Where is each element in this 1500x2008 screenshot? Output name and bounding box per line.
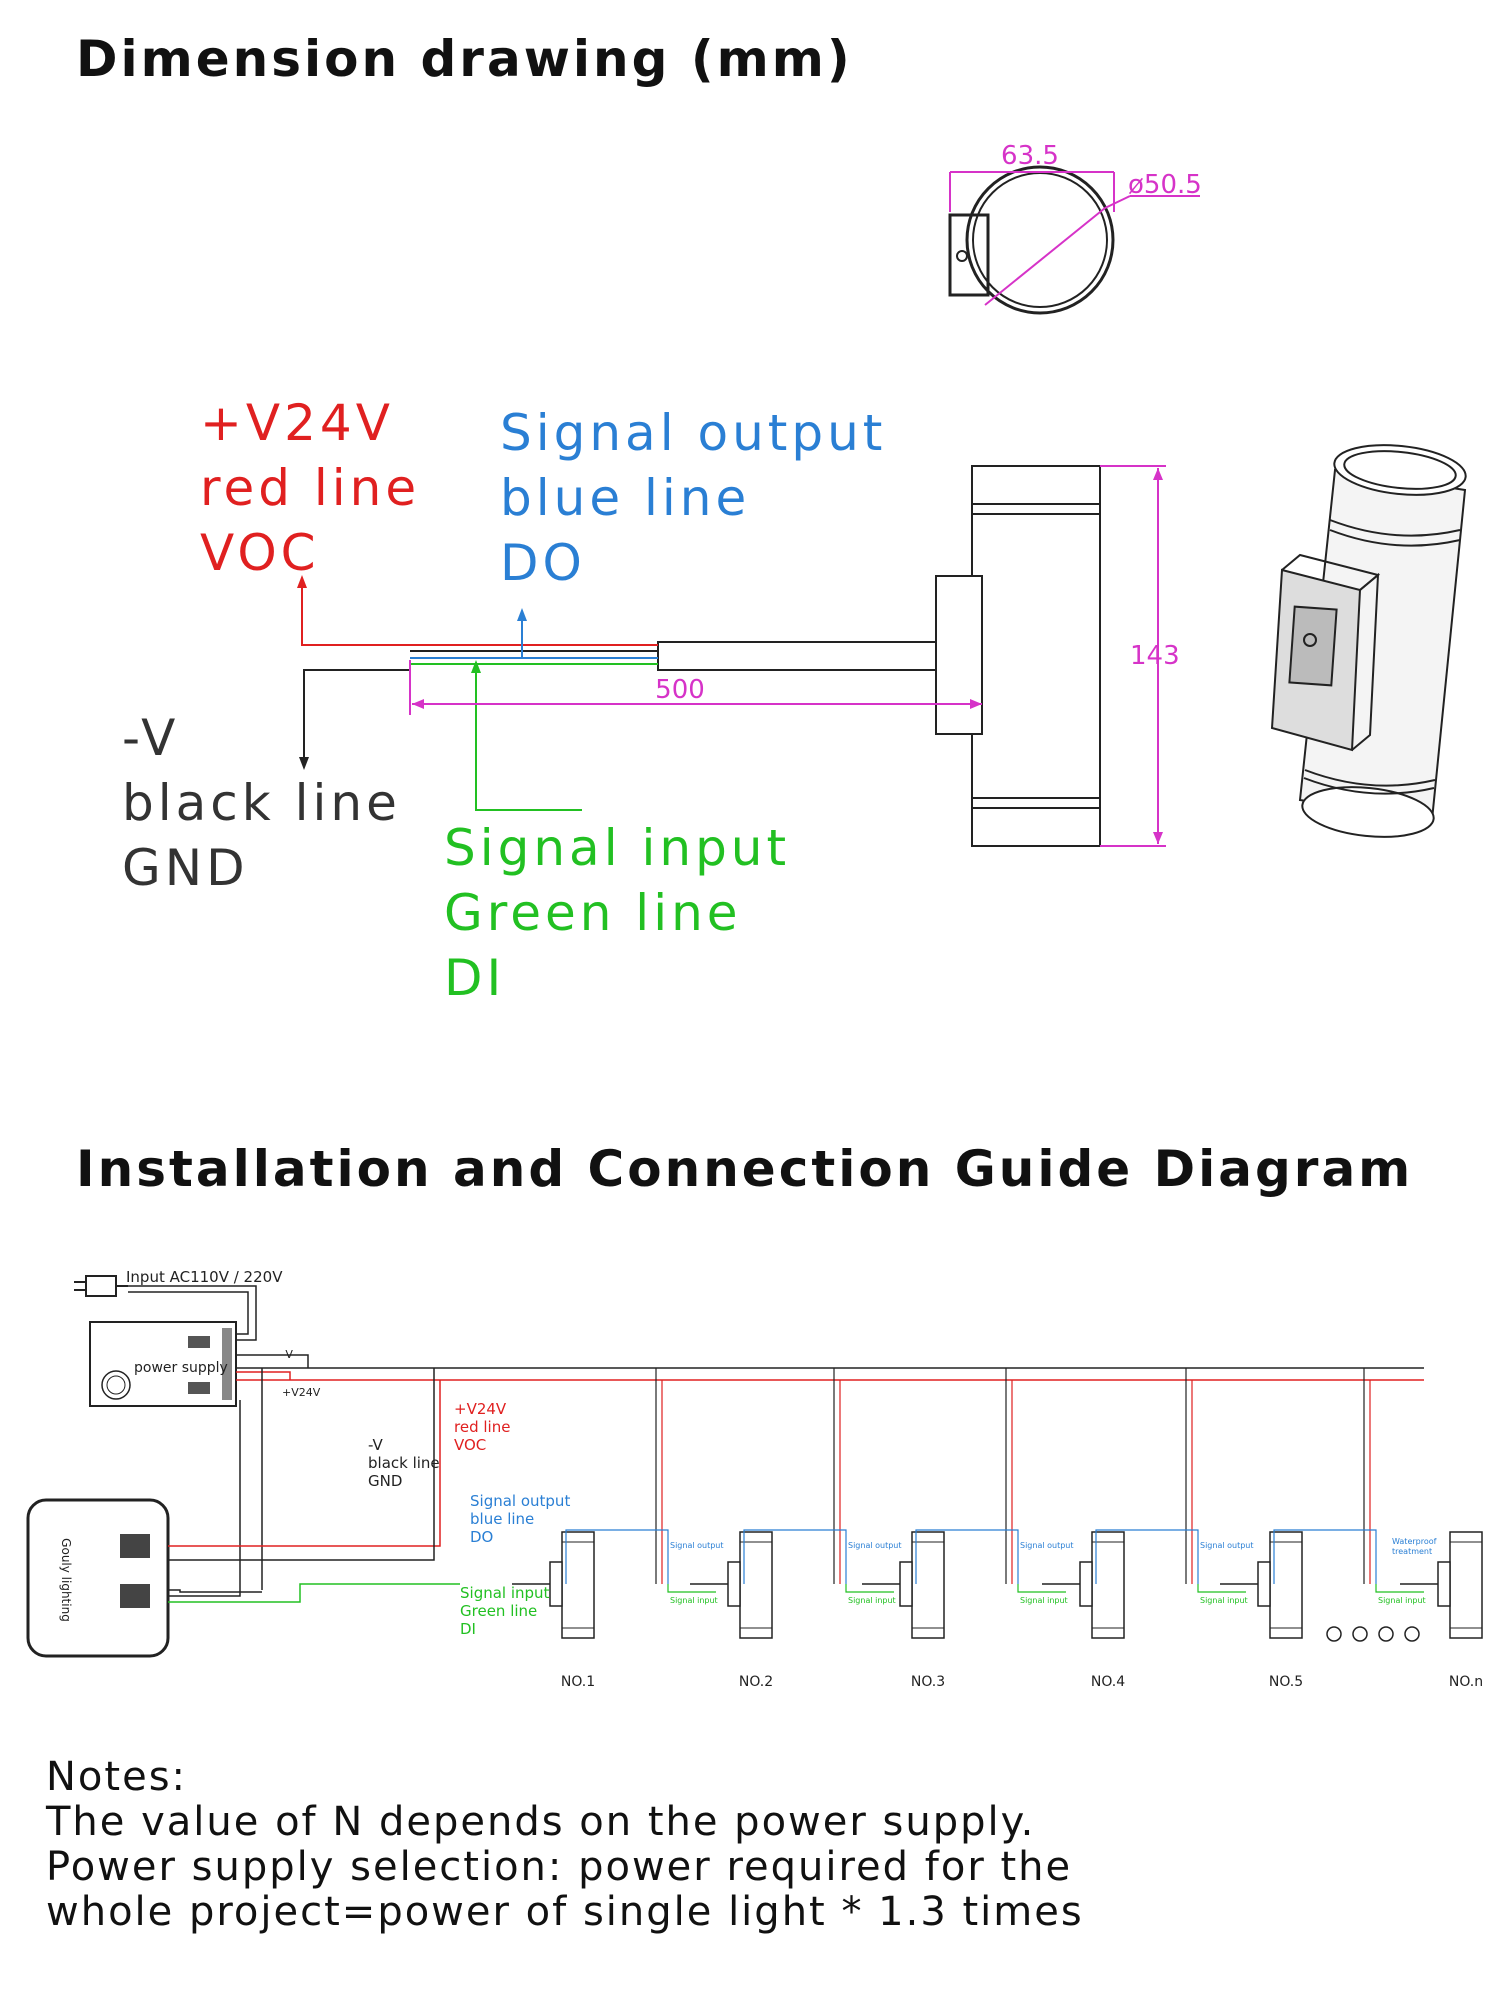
inst-di: DI xyxy=(460,1620,476,1638)
fixture-label-1: NO.1 xyxy=(561,1674,595,1690)
fixture-signal-input-note: Signal input xyxy=(848,1596,896,1605)
fixture-label-6: NO.n xyxy=(1449,1674,1483,1690)
led-controller: Gouly lighting xyxy=(26,1498,170,1658)
note-line-3: whole project=power of single light * 1.… xyxy=(46,1889,1084,1935)
positive-wire-label: +V24V red line VOC xyxy=(200,394,420,582)
top-width-dimension: 63.5 xyxy=(1001,141,1059,171)
installation-negative-label: -V black line GND xyxy=(368,1436,440,1490)
inst-voc: VOC xyxy=(454,1436,486,1454)
fixture-label-4: NO.4 xyxy=(1091,1674,1125,1690)
diameter-dimension: ø50.5 xyxy=(1128,170,1202,200)
note-line-1: The value of N depends on the power supp… xyxy=(46,1799,1036,1845)
height-dimension: 143 xyxy=(1130,641,1180,671)
label-signal-input: Signal input xyxy=(444,819,790,877)
psu-plus-v24-label: +V24V xyxy=(282,1386,321,1399)
fixture-signal-input-note: Signal input xyxy=(1378,1596,1426,1605)
fixture-signal-output-note: Signal output xyxy=(1020,1541,1074,1550)
label-green-line: Green line xyxy=(444,884,742,942)
waterproof-line-1: Waterproof xyxy=(1392,1537,1437,1546)
installation-guide-title: Installation and Connection Guide Diagra… xyxy=(76,1140,1414,1198)
notes-heading: Notes: xyxy=(46,1754,188,1800)
top-view-drawing: 63.5 ø50.5 xyxy=(948,141,1202,315)
label-black-line: black line xyxy=(122,774,401,832)
inst-red-line: red line xyxy=(454,1418,510,1436)
inst-signal-input: Signal input xyxy=(460,1584,550,1602)
waterproof-line-2: treatment xyxy=(1392,1547,1432,1556)
fixture-signal-output-note: Signal output xyxy=(1200,1541,1254,1550)
fixture-label-3: NO.3 xyxy=(911,1674,945,1690)
note-line-2: Power supply selection: power required f… xyxy=(46,1844,1073,1890)
side-view-drawing: 500 143 xyxy=(297,465,1180,847)
controller-brand-label: Gouly lighting xyxy=(59,1538,73,1622)
label-gnd: GND xyxy=(122,839,249,897)
label-voc: VOC xyxy=(200,524,320,582)
installation-signal-input-label: Signal input Green line DI xyxy=(460,1584,550,1638)
ac-input-label: Input AC110V / 220V xyxy=(126,1268,283,1286)
fixture-label-5: NO.5 xyxy=(1269,1674,1303,1690)
waterproof-note: Waterproof treatment xyxy=(1392,1537,1437,1556)
inst-signal-output: Signal output xyxy=(470,1492,570,1510)
fixture-signal-input-note: Signal input xyxy=(1200,1596,1248,1605)
inst-plus-v24v: +V24V xyxy=(454,1400,507,1418)
label-plus-v24v: +V24V xyxy=(200,394,394,452)
inst-do: DO xyxy=(470,1528,493,1546)
label-blue-line: blue line xyxy=(500,469,750,527)
ac-plug xyxy=(74,1275,128,1297)
fixture-signal-input-note: Signal input xyxy=(1020,1596,1068,1605)
signal-output-wire-label: Signal output blue line DO xyxy=(500,404,886,592)
power-supply-unit: power supply xyxy=(89,1321,237,1407)
negative-wire-label: -V black line GND xyxy=(122,709,401,897)
fixture-5: NO.5 Signal input xyxy=(1220,1368,1426,1690)
cable-length-dimension: 500 xyxy=(655,675,705,705)
power-bus xyxy=(168,1354,1424,1603)
signal-input-wire-label: Signal input Green line DI xyxy=(444,819,790,1007)
label-do: DO xyxy=(500,534,586,592)
dimension-drawing-title: Dimension drawing (mm) xyxy=(76,30,853,88)
notes-section: Notes: The value of N depends on the pow… xyxy=(46,1755,1084,1935)
installation-positive-label: +V24V red line VOC xyxy=(454,1400,510,1454)
fixture-signal-output-note: Signal output xyxy=(848,1541,902,1550)
fixture-signal-output-note: Signal output xyxy=(670,1541,724,1550)
inst-blue-line: blue line xyxy=(470,1510,534,1528)
label-red-line: red line xyxy=(200,459,420,517)
fixture-label-2: NO.2 xyxy=(739,1674,773,1690)
inst-green-line: Green line xyxy=(460,1602,537,1620)
label-minus-v: -V xyxy=(122,709,179,767)
installation-signal-output-label: Signal output blue line DO xyxy=(470,1492,570,1546)
continuation-dots xyxy=(1326,1626,1420,1642)
fixture-signal-input-note: Signal input xyxy=(670,1596,718,1605)
power-supply-label: power supply xyxy=(134,1360,228,1376)
label-signal-output: Signal output xyxy=(500,404,886,462)
inst-black-line: black line xyxy=(368,1454,440,1472)
inst-minus-v: -V xyxy=(368,1436,384,1454)
fixture-3d-sketch xyxy=(1270,444,1467,838)
inst-gnd: GND xyxy=(368,1472,402,1490)
label-di: DI xyxy=(444,949,505,1007)
fixture-6: NO.n xyxy=(1400,1531,1483,1690)
